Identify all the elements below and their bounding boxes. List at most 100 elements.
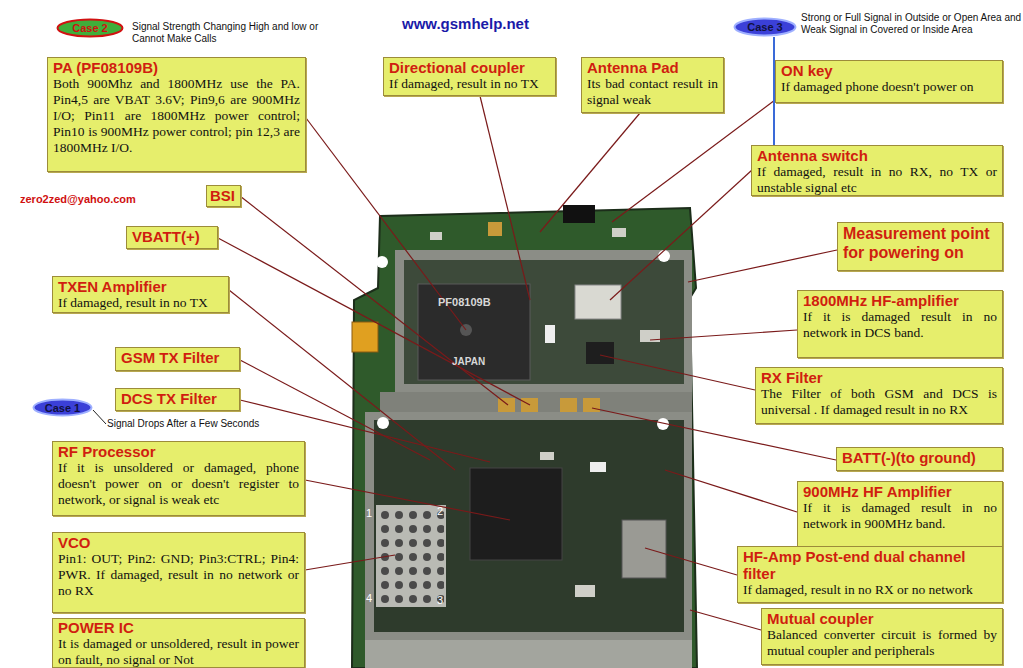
contact-number: 2 <box>437 505 443 517</box>
callout-body: If damaged phone doesn't power on <box>781 79 997 95</box>
contact-number: 4 <box>366 592 372 604</box>
mount-hole <box>376 256 388 268</box>
antenna-pad <box>488 222 502 236</box>
case-note: Strong or Full Signal in Outside or Open… <box>801 12 1023 36</box>
callout-box: RF ProcessorIf it is unsoldered or damag… <box>52 441 305 516</box>
smd-part <box>575 585 595 597</box>
case-label: Case 1 <box>32 398 93 417</box>
callout-body: Both 900Mhz and 1800MHz use the PA. Pin4… <box>53 76 300 156</box>
callout-box: Antenna switchIf damaged, result in no R… <box>751 145 1003 196</box>
smd-part <box>545 325 555 343</box>
callout-heading: Measurement point for powering on <box>843 224 997 262</box>
smd-part <box>540 452 554 460</box>
smd-part <box>612 228 626 237</box>
callout-heading: VCO <box>58 534 299 551</box>
callout-box: POWER ICIt is damaged or unsoldered, res… <box>52 618 305 668</box>
callout-heading: BSI <box>210 187 237 204</box>
antenna-connector <box>563 205 595 223</box>
leader-line <box>610 170 752 300</box>
amplifier-chip <box>586 342 614 364</box>
dual-filter-part <box>622 520 666 578</box>
callout-box: BSI <box>206 185 241 207</box>
leader-line <box>650 330 797 340</box>
case-oval: Case 1Signal Drops After a Few Seconds <box>32 398 93 417</box>
smd-part <box>640 330 660 342</box>
callout-heading: Directional coupler <box>389 59 550 76</box>
callout-heading: 900MHz HF Amplifier <box>803 483 997 500</box>
leader-line <box>688 250 837 282</box>
leader-line <box>690 610 761 630</box>
case-label: Case 3 <box>733 17 797 37</box>
case-note: Signal Strength Changing High and low or… <box>132 21 347 45</box>
leader-line <box>305 480 510 520</box>
callout-heading: DCS TX Filter <box>121 390 234 407</box>
case-oval: Case 3Strong or Full Signal in Outside o… <box>733 17 797 37</box>
contact-number: 1 <box>366 507 372 519</box>
contact-number: 3 <box>437 594 443 606</box>
antenna-switch-chip <box>575 285 621 319</box>
bottom-shield <box>365 640 692 668</box>
callout-heading: HF-Amp Post-end dual channel filter <box>743 548 997 582</box>
tantalum-capacitor <box>352 322 378 352</box>
mount-hole <box>658 250 670 262</box>
case-oval: Case 2Signal Strength Changing High and … <box>56 18 124 38</box>
callout-box: Mutual couplerBalanced converter circuit… <box>761 608 1003 665</box>
chip-marking: JAPAN <box>452 356 485 367</box>
author-email: zero2zed@yahoo.com <box>20 193 136 205</box>
callout-body: If damaged, result in no RX or no networ… <box>743 582 997 598</box>
leader-line <box>600 355 755 390</box>
callout-box: TXEN AmplifierIf damaged, result in no T… <box>52 276 229 313</box>
mount-hole <box>377 417 389 429</box>
callout-heading: Antenna switch <box>757 147 997 164</box>
callout-heading: TXEN Amplifier <box>58 278 223 295</box>
callout-body: The Filter of both GSM and DCS is univer… <box>761 386 997 418</box>
callout-box: VCOPin1: OUT; Pin2: GND; Pin3:CTRL; Pin4… <box>52 532 305 613</box>
callout-body: Its bad contact result in signal weak <box>587 76 718 108</box>
leader-line <box>540 113 640 232</box>
callout-box: Directional couplerIf damaged, result in… <box>383 57 556 96</box>
callout-heading: 1800MHz HF-amplifier <box>803 292 997 309</box>
callout-box: HF-Amp Post-end dual channel filterIf da… <box>737 546 1003 603</box>
callout-box: Measurement point for powering on <box>837 222 1003 271</box>
callout-heading: Antenna Pad <box>587 59 718 76</box>
callout-box: ON keyIf damaged phone doesn't power on <box>775 60 1003 103</box>
leader-line <box>240 196 508 405</box>
case-label: Case 2 <box>56 18 124 38</box>
smd-part <box>430 232 442 240</box>
callout-body: Balanced converter circuit is formed by … <box>767 627 997 659</box>
callout-body: If damaged, result in no TX <box>389 76 550 92</box>
callout-heading: PA (PF08109B) <box>53 59 300 76</box>
leader-line <box>218 238 530 405</box>
callout-body: It is damaged or unsoldered, result in p… <box>58 636 299 668</box>
callout-box: VBATT(+) <box>126 226 218 249</box>
pa-chip <box>418 284 530 380</box>
callout-heading: GSM TX Filter <box>121 349 234 366</box>
callout-box: 900MHz HF AmplifierIf it is damaged resu… <box>797 481 1003 549</box>
callout-heading: POWER IC <box>58 619 299 636</box>
case-note: Signal Drops After a Few Seconds <box>107 418 307 430</box>
callout-box: DCS TX Filter <box>115 388 240 411</box>
callout-body: If damaged, result in no TX <box>58 295 223 311</box>
callout-body: If damaged, result in no RX, no TX or un… <box>757 164 997 196</box>
callout-box: BATT(-)(to ground) <box>836 447 1003 471</box>
leader-line <box>305 555 395 570</box>
page-title: www.gsmhelp.net <box>402 15 529 32</box>
callout-heading: VBATT(+) <box>132 228 212 245</box>
callout-box: GSM TX Filter <box>115 347 240 371</box>
leader-line <box>480 96 530 300</box>
callout-body: If it is damaged result in no network in… <box>803 309 997 341</box>
lower-shield <box>365 412 692 640</box>
callout-body: Pin1: OUT; Pin2: GND; Pin3:CTRL; Pin4: P… <box>58 551 299 599</box>
callout-box: Antenna PadIts bad contact result in sig… <box>581 57 724 113</box>
callout-box: RX FilterThe Filter of both GSM and DCS … <box>755 367 1003 424</box>
callout-heading: RF Processor <box>58 443 299 460</box>
callout-heading: ON key <box>781 62 997 79</box>
lower-cavity <box>374 420 684 632</box>
callout-box: 1800MHz HF-amplifierIf it is damaged res… <box>797 290 1003 358</box>
callout-box: PA (PF08109B)Both 900Mhz and 1800MHz use… <box>47 57 306 172</box>
leader-line <box>645 548 737 575</box>
chip-marking: PF08109B <box>438 296 491 308</box>
leader-line <box>665 470 797 512</box>
shield-cavity <box>404 260 684 384</box>
